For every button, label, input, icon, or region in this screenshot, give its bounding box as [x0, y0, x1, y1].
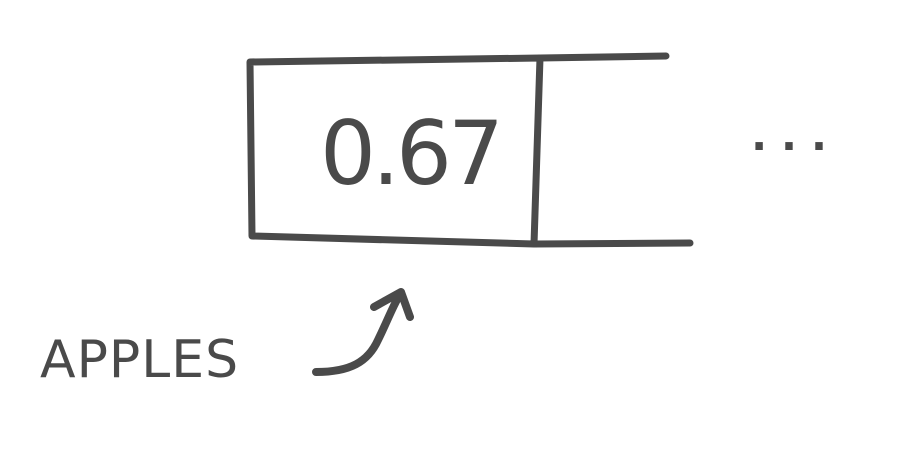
continuation-ellipsis: ...	[751, 111, 841, 160]
second-cell-top-edge	[536, 52, 670, 62]
cell-row	[246, 52, 694, 248]
cell-value: 0.67	[320, 102, 500, 205]
arrow-head	[370, 288, 414, 321]
pointer-label: APPLES	[40, 330, 239, 390]
arrow-shaft	[312, 292, 403, 376]
second-cell-bottom-edge	[530, 239, 694, 248]
pointer-arrow	[312, 288, 414, 376]
